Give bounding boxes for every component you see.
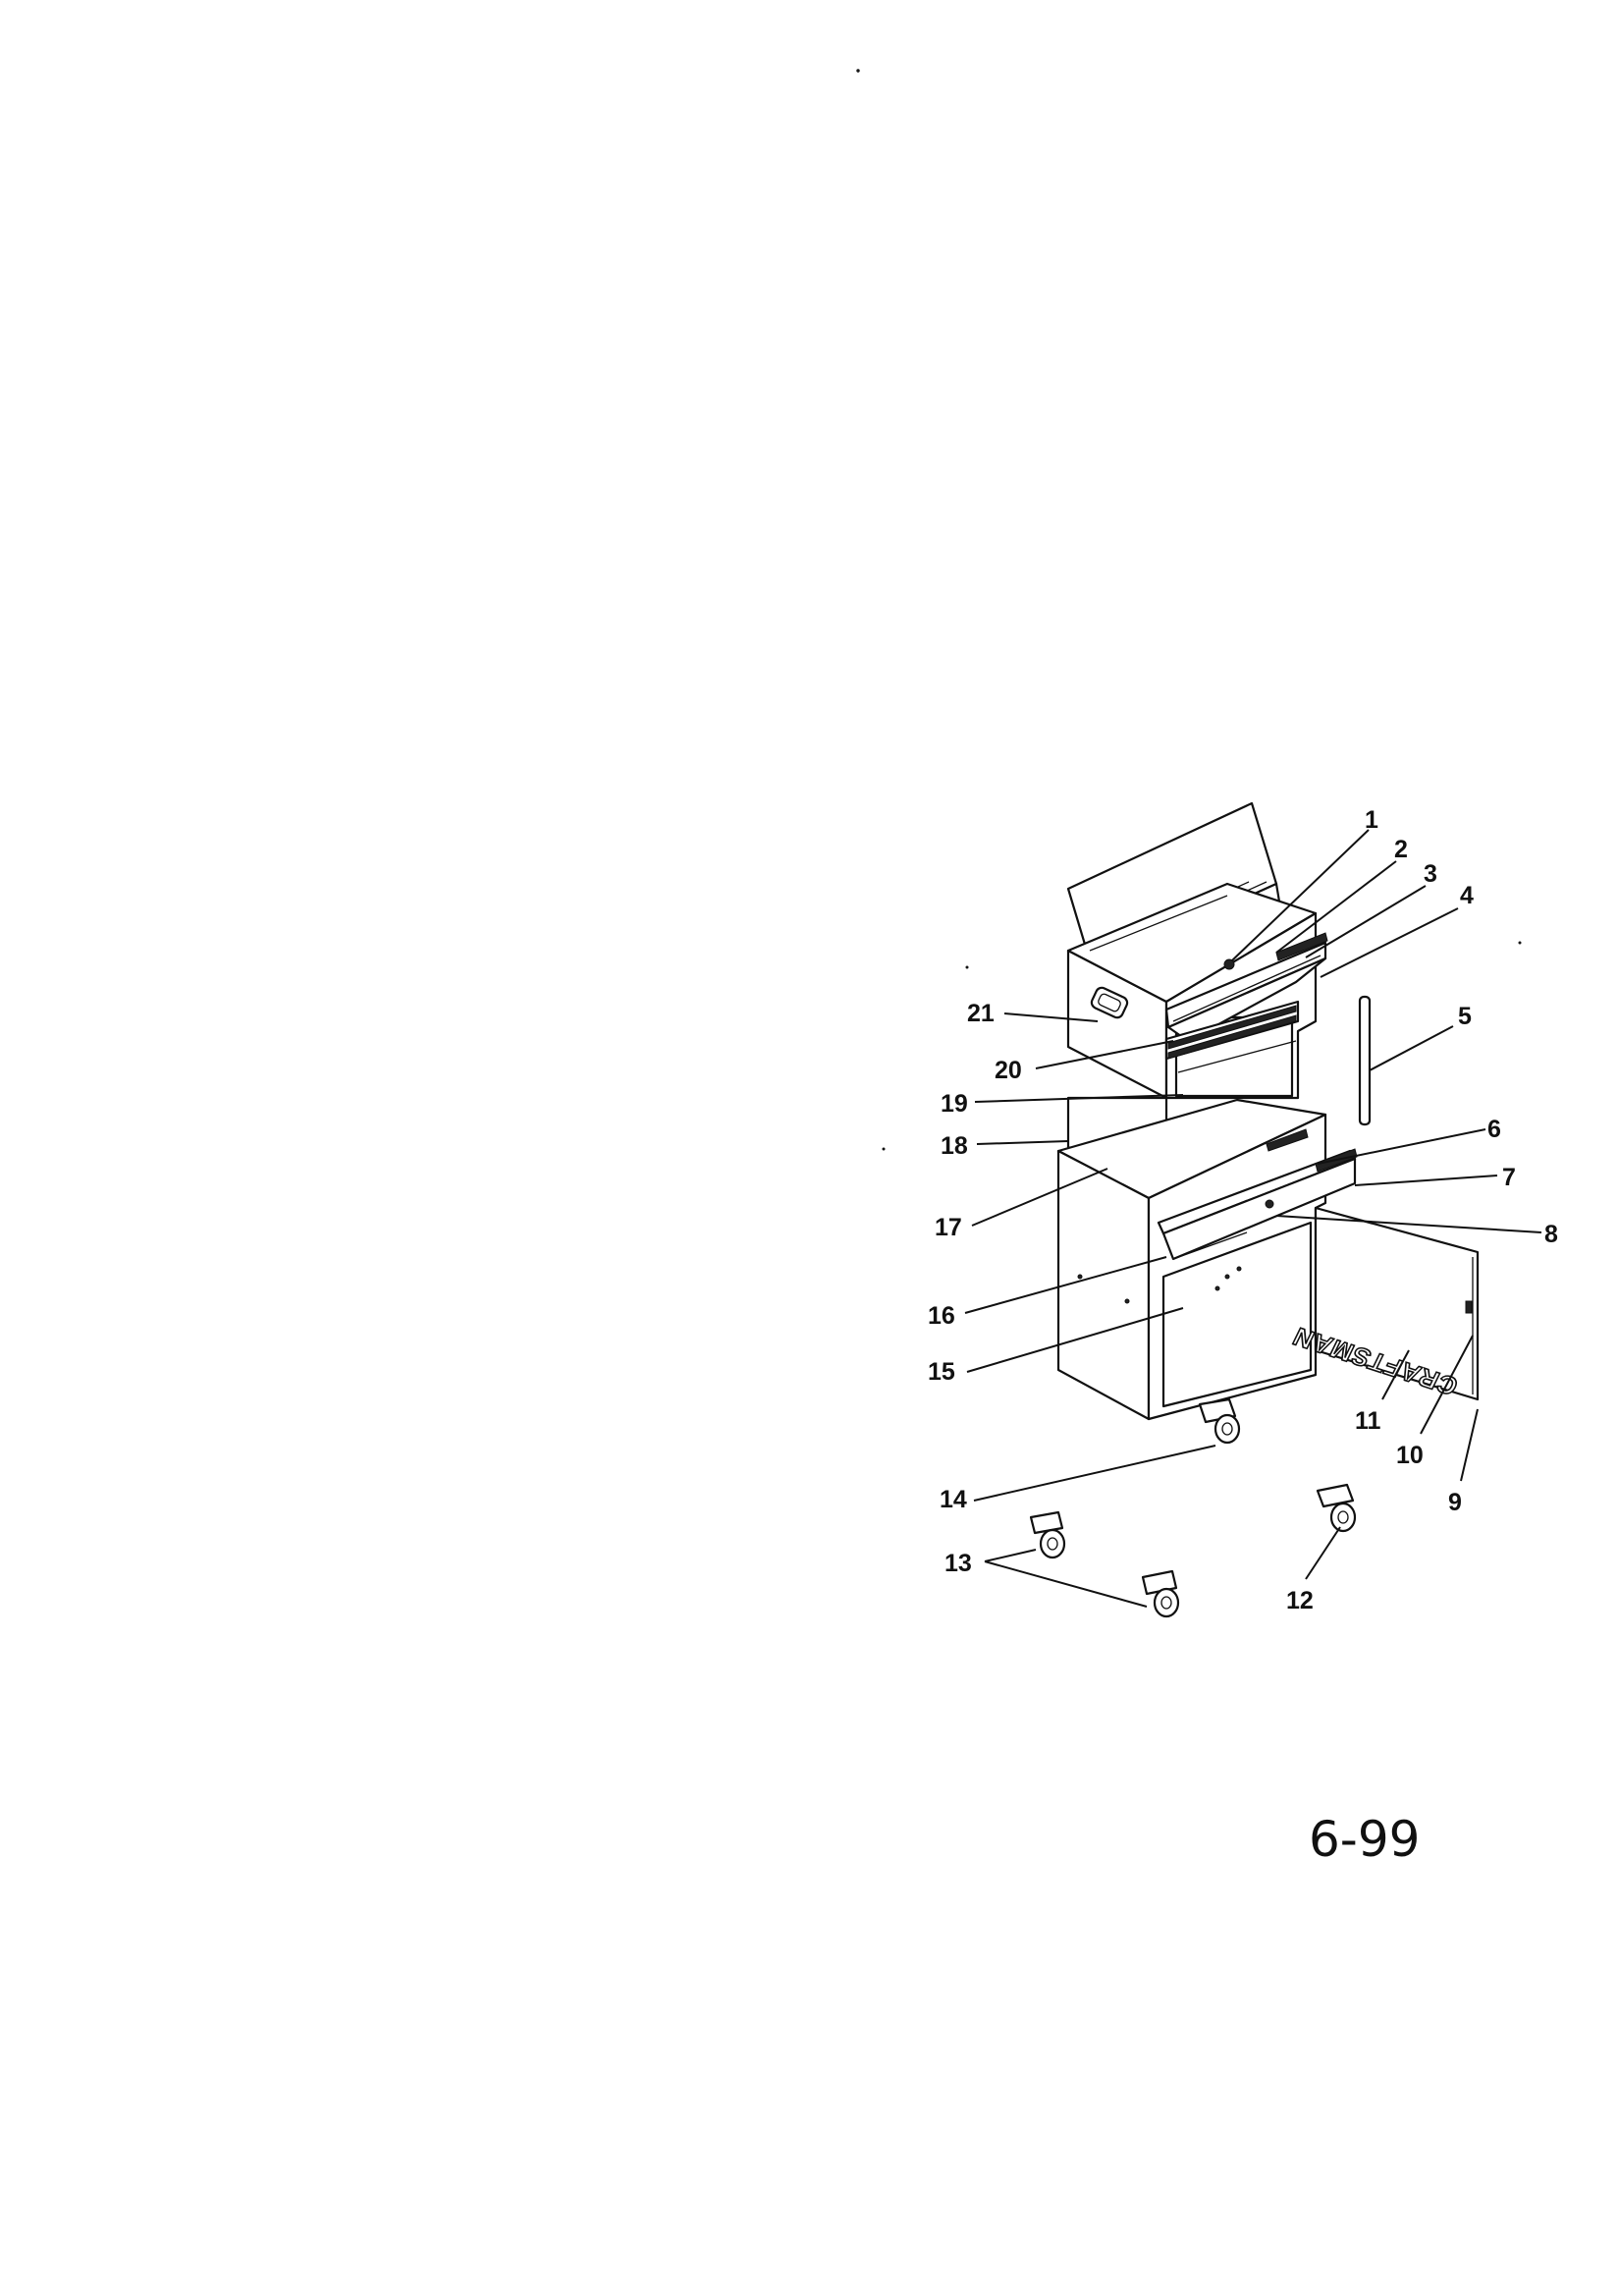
callout-7: 7	[1502, 1164, 1516, 1191]
middle-drawer-slides	[1164, 1000, 1300, 1073]
callout-20: 20	[995, 1057, 1022, 1084]
callout-labels: 1 2 3 4 5 6 7 8 9 10 11 12 13 14 15 16 1…	[928, 806, 1558, 1614]
callout-19: 19	[941, 1090, 968, 1118]
side-handle	[1090, 986, 1129, 1019]
callout-16: 16	[928, 1302, 955, 1330]
callout-1: 1	[1365, 806, 1378, 834]
callout-4: 4	[1460, 882, 1474, 909]
caster-swivel-12	[1316, 1483, 1357, 1533]
callout-9: 9	[1448, 1489, 1462, 1516]
base-drawer	[1157, 1128, 1358, 1261]
caster-13-b	[1141, 1569, 1180, 1618]
callout-8: 8	[1544, 1221, 1558, 1248]
scan-specks	[856, 69, 1522, 1151]
callout-13: 13	[944, 1550, 972, 1577]
callout-6: 6	[1487, 1116, 1501, 1143]
callout-3: 3	[1424, 860, 1437, 888]
page-number: 6-99	[1309, 1811, 1420, 1868]
callout-15: 15	[928, 1358, 955, 1386]
callout-14: 14	[940, 1486, 967, 1513]
callout-10: 10	[1396, 1442, 1424, 1469]
callout-2: 2	[1394, 836, 1408, 863]
callout-21: 21	[967, 1000, 995, 1027]
callout-12: 12	[1286, 1587, 1314, 1614]
callout-17: 17	[935, 1214, 962, 1241]
caster-rigid-14	[1198, 1397, 1241, 1445]
callout-5: 5	[1458, 1003, 1472, 1030]
callout-11: 11	[1355, 1407, 1381, 1435]
callout-18: 18	[941, 1132, 968, 1160]
cabinet-door: CRAFTSMAN	[1287, 1206, 1480, 1401]
caster-13-a	[1029, 1510, 1066, 1559]
loose-bar	[1358, 995, 1372, 1126]
base-cabinet	[1056, 1096, 1327, 1421]
leader-lines	[964, 829, 1542, 1608]
